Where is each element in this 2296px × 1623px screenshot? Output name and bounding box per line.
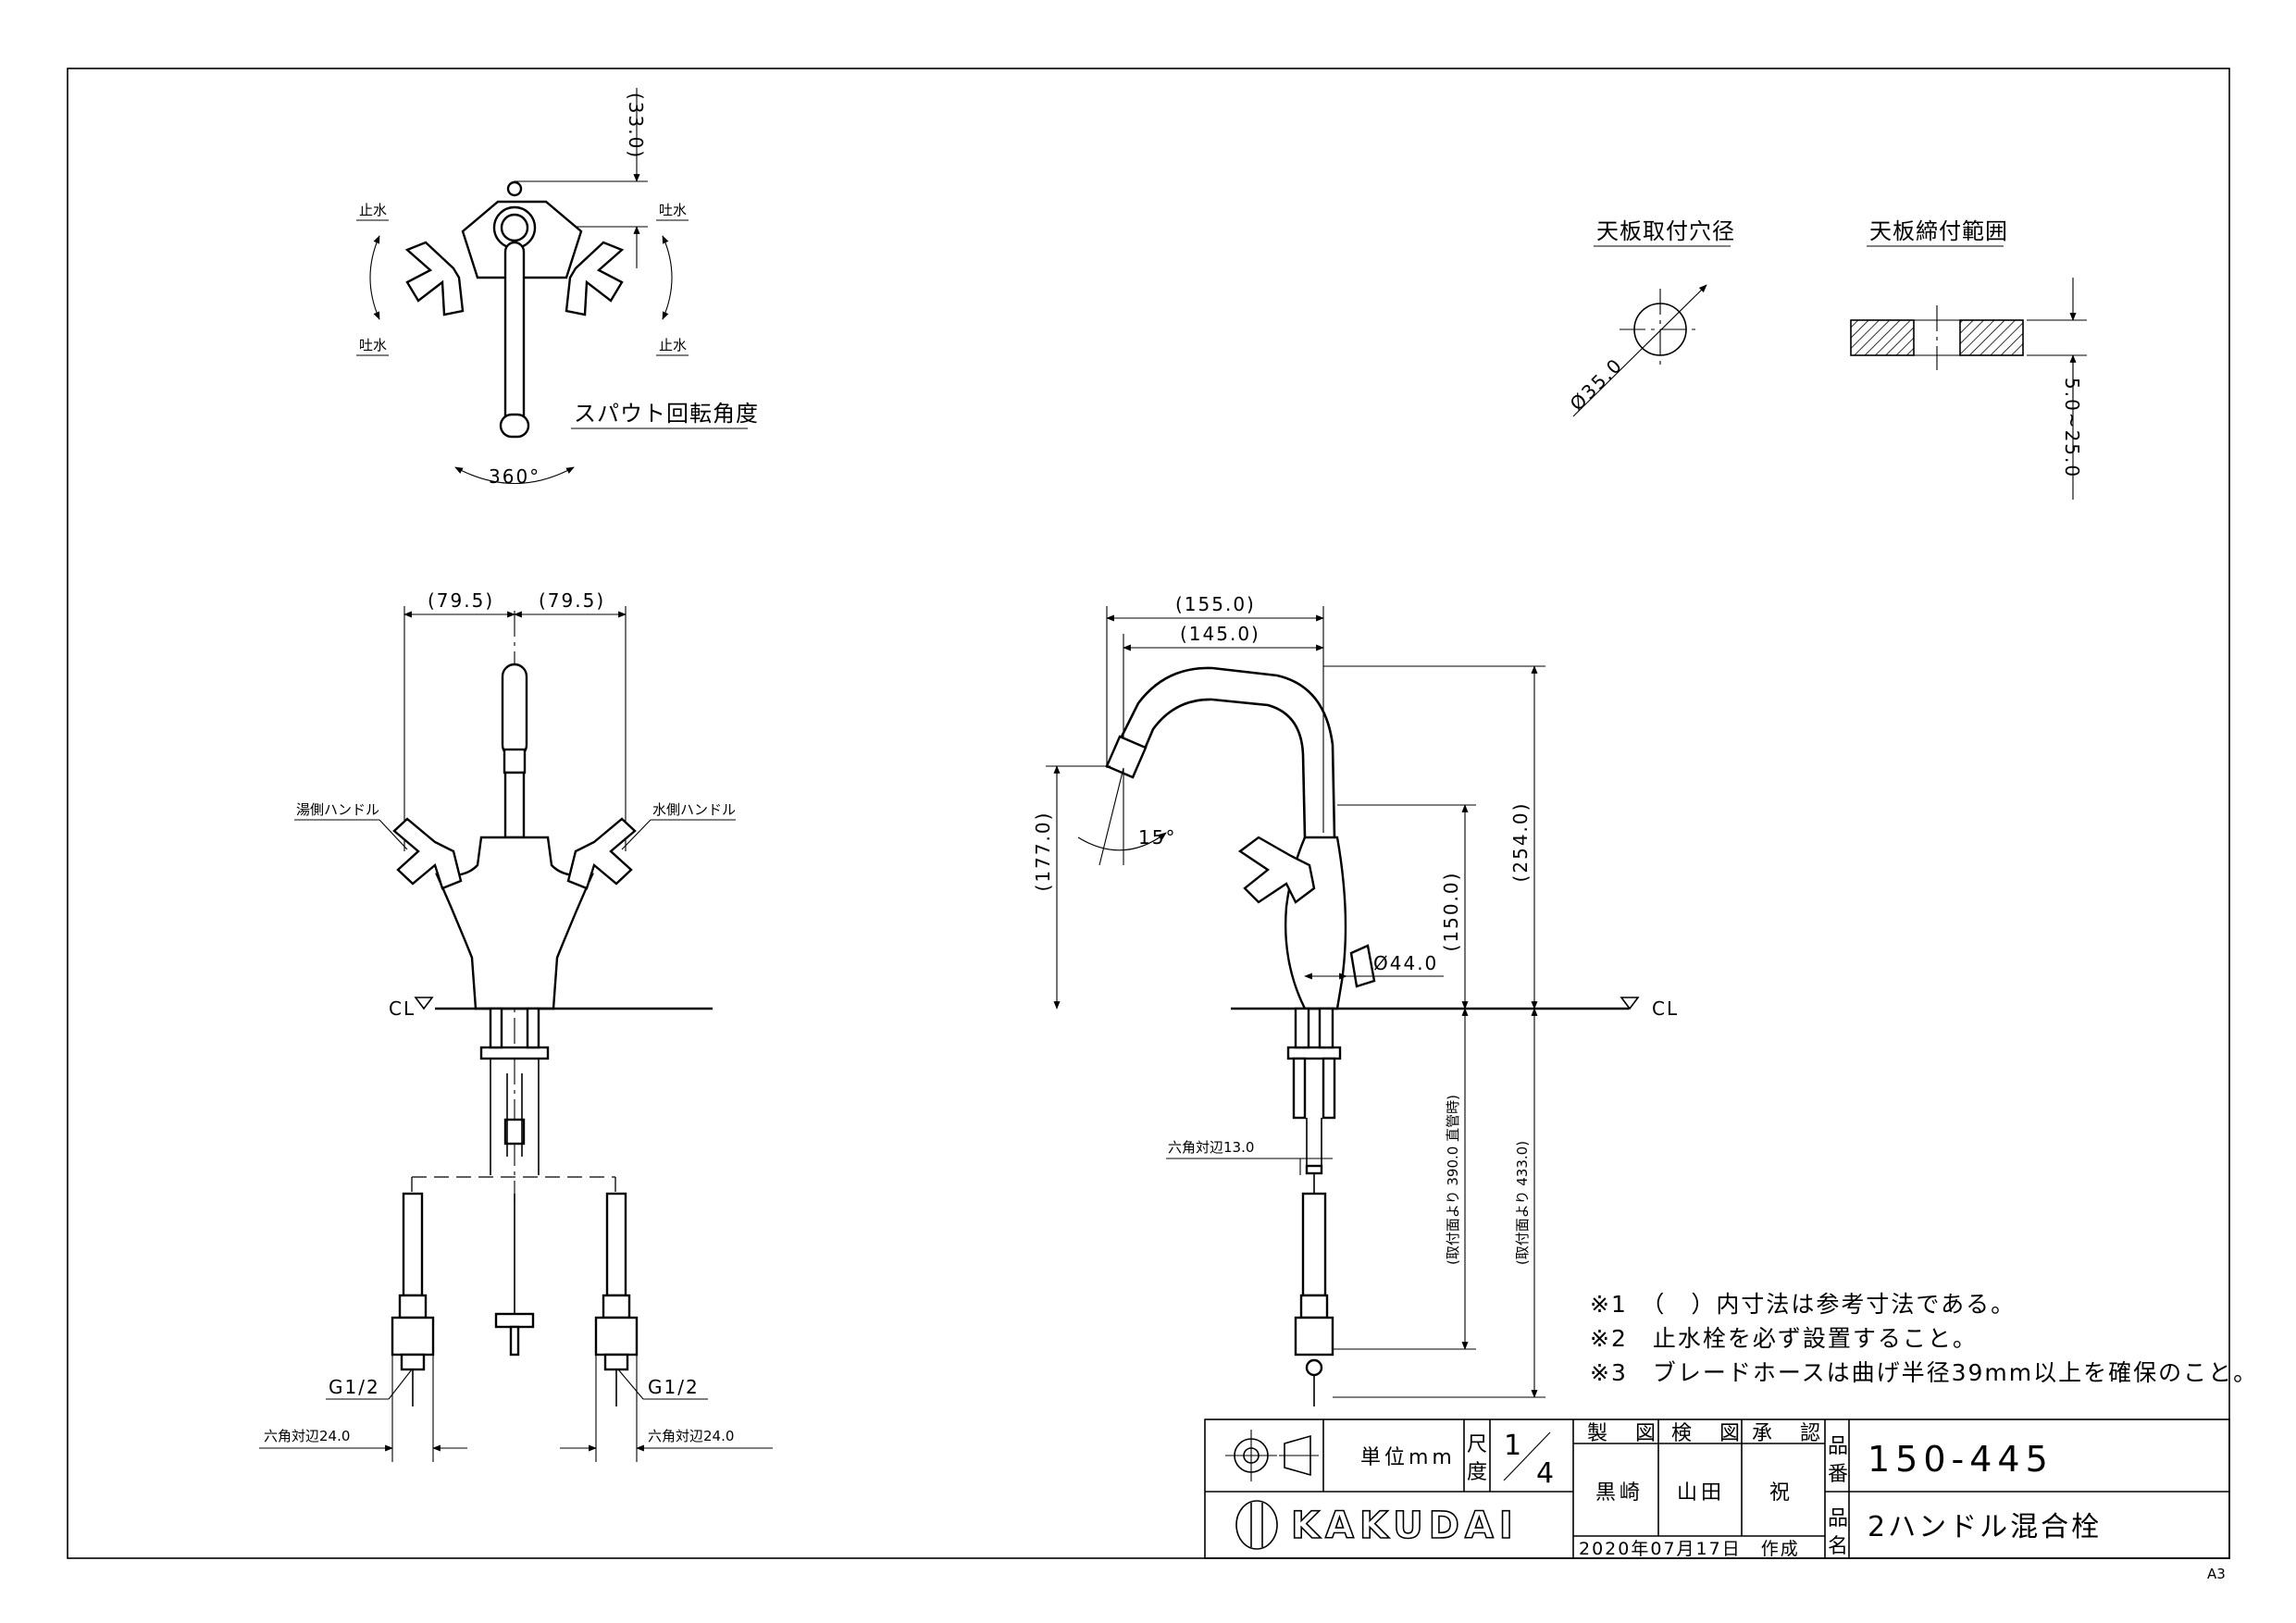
hex24-left: 六角対辺24.0 <box>264 1428 350 1444</box>
label-cold-handle: 水側ハンドル <box>652 801 736 818</box>
name-checked: 山田 <box>1677 1481 1725 1505</box>
pn-label-2: 番 <box>1828 1463 1852 1486</box>
range-dim: 5.0~25.0 <box>2061 378 2083 478</box>
scale-num: 1 <box>1504 1430 1524 1462</box>
unit-label: 単位mm <box>1360 1446 1456 1469</box>
dim-254: (254.0) <box>1509 802 1532 883</box>
label-stop-right: 止水 <box>659 337 687 353</box>
g12-left: G1/2 <box>329 1376 380 1398</box>
scale-label-1: 尺 <box>1467 1433 1491 1456</box>
date-created: 2020年07月17日 作成 <box>1579 1539 1800 1559</box>
dim-177: (177.0) <box>1032 812 1054 892</box>
header-approved: 承 認 <box>1752 1422 1824 1445</box>
projection-symbol-icon <box>1225 1430 1319 1481</box>
dim-33: (33.0) <box>625 93 647 159</box>
label-spout-rotation: スパウト回転角度 <box>574 401 759 427</box>
dim-145: (145.0) <box>1180 623 1260 645</box>
front-view: (79.5) (79.5) 湯側ハンドル 水側ハンドル CL <box>259 589 773 1462</box>
name-approved: 祝 <box>1769 1481 1793 1505</box>
note-2: ※2 止水栓を必ず設置すること。 <box>1590 1325 1978 1352</box>
kakudai-logo-icon: KAKUDAI <box>1235 1500 1519 1550</box>
hole-dim: Ø35.0 <box>1566 353 1628 415</box>
sheet-border <box>67 68 2230 1559</box>
pn-label-1: 品 <box>1828 1435 1852 1458</box>
mounting-details: 天板取付穴径 Ø35.0 天板締付範囲 5.0~25.0 <box>1566 218 2087 500</box>
part-name: 2ハンドル混合栓 <box>1868 1511 2102 1543</box>
header-checked: 検 図 <box>1671 1422 1744 1445</box>
hex-13: 六角対辺13.0 <box>1168 1139 1254 1156</box>
title-block: 単位mm 尺 度 1 4 製 図 検 図 承 認 黒崎 山田 祝 2020年07… <box>1204 1419 2230 1559</box>
brand-name: KAKUDAI <box>1291 1505 1519 1547</box>
label-spout-left: 吐水 <box>359 337 387 353</box>
scale-den: 4 <box>1536 1457 1557 1490</box>
scale-label-2: 度 <box>1467 1461 1491 1484</box>
label-hot-handle: 湯側ハンドル <box>296 801 379 818</box>
dim-155: (155.0) <box>1175 593 1256 615</box>
pname-label-1: 品 <box>1828 1507 1852 1530</box>
g12-right: G1/2 <box>648 1376 700 1398</box>
note-3: ※3 ブレードホースは曲げ半径39mm以上を確保のこと。 <box>1590 1359 2258 1386</box>
label-stop-left: 止水 <box>359 202 387 218</box>
dia-44: Ø44.0 <box>1373 952 1438 974</box>
label-360: 360° <box>489 465 540 488</box>
hole-title: 天板取付穴径 <box>1596 218 1735 244</box>
dim-390: (取付面より 390.0 直管時) <box>1445 1095 1461 1265</box>
top-view: (33.0) 止水 吐水 吐水 止水 スパウト回転角度 360° <box>356 88 759 488</box>
cl-front: CL <box>389 997 416 1020</box>
header-drafted: 製 図 <box>1587 1422 1659 1445</box>
paper-size: A3 <box>2207 1566 2226 1582</box>
label-spout-right: 吐水 <box>659 202 687 218</box>
notes: ※1 （ ）内寸法は参考寸法である。 ※2 止水栓を必ず設置すること。 ※3 ブ… <box>1590 1291 2258 1386</box>
cl-side: CL <box>1652 997 1679 1020</box>
dim-433: (取付面より 433.0) <box>1514 1141 1531 1265</box>
part-number: 150-445 <box>1868 1439 2054 1480</box>
dim-79-right: (79.5) <box>539 589 605 612</box>
dim-79-left: (79.5) <box>428 589 494 612</box>
hex24-right: 六角対辺24.0 <box>648 1428 734 1444</box>
side-view: (155.0) (145.0) 15° (177.0) (254.0) (150… <box>1032 593 1679 1406</box>
angle-15: 15° <box>1138 826 1176 849</box>
pname-label-2: 名 <box>1828 1535 1852 1558</box>
dim-150: (150.0) <box>1440 872 1462 952</box>
name-drafted: 黒崎 <box>1595 1481 1644 1505</box>
note-1: ※1 （ ）内寸法は参考寸法である。 <box>1590 1291 2016 1318</box>
range-title: 天板締付範囲 <box>1869 218 2008 244</box>
